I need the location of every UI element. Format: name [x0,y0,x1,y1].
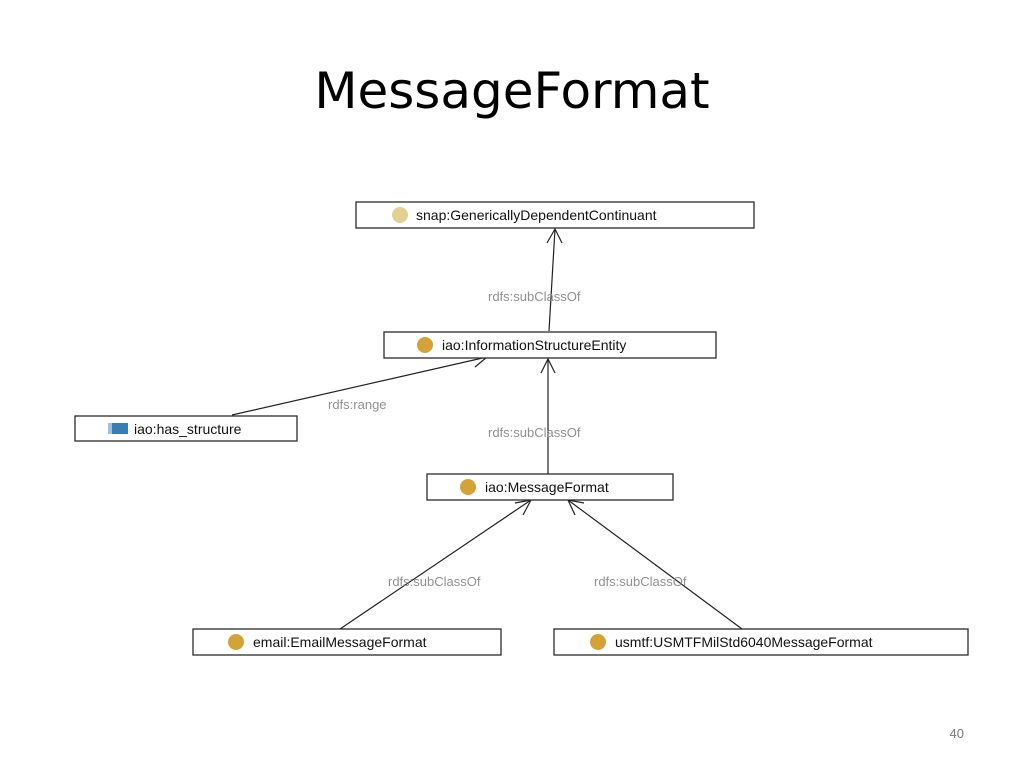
class-circle-icon [590,634,606,650]
node-generically-dependent-continuant[interactable]: snap:GenericallyDependentContinuant [355,201,755,229]
node-label: iao:InformationStructureEntity [442,337,626,353]
node-label: usmtf:USMTFMilStd6040MessageFormat [615,634,873,650]
class-circle-icon [460,479,476,495]
edge-email-to-msgformat: rdfs:subClassOf [339,499,533,630]
edge-label: rdfs:subClassOf [488,425,581,440]
node-label: iao:MessageFormat [485,479,609,495]
edge-label: rdfs:subClassOf [388,574,481,589]
slide-title: MessageFormat [314,62,710,120]
edge-usmtf-to-msgformat: rdfs:subClassOf [566,499,743,630]
edge-msgformat-to-ise: rdfs:subClassOf [488,357,581,474]
node-has-structure[interactable]: iao:has_structure [74,415,298,442]
node-label: email:EmailMessageFormat [253,634,427,650]
class-circle-icon [417,337,433,353]
node-label: snap:GenericallyDependentContinuant [416,207,657,223]
class-circle-icon [392,207,408,223]
node-usmtf-message-format[interactable]: usmtf:USMTFMilStd6040MessageFormat [553,628,969,656]
edge-has-structure-to-ise: rdfs:range [231,352,489,416]
object-property-icon [108,423,128,434]
page-number: 40 [949,726,964,741]
edge-label: rdfs:range [328,397,387,412]
edge-label: rdfs:subClassOf [488,289,581,304]
node-message-format[interactable]: iao:MessageFormat [426,473,674,501]
edge-ise-to-gdc: rdfs:subClassOf [488,227,581,332]
edge-label: rdfs:subClassOf [594,574,687,589]
class-circle-icon [228,634,244,650]
node-information-structure-entity[interactable]: iao:InformationStructureEntity [383,331,717,359]
node-label: iao:has_structure [134,421,242,437]
node-email-message-format[interactable]: email:EmailMessageFormat [192,628,502,656]
